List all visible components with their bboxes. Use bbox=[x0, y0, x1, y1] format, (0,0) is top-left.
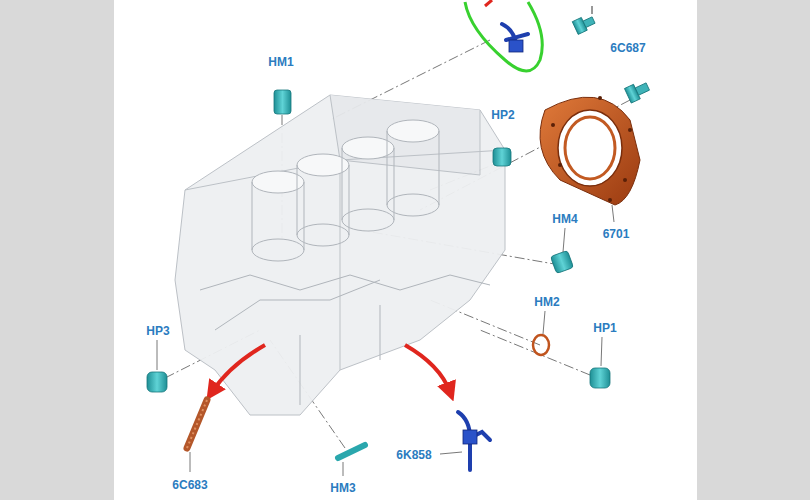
callout-number: HP3 bbox=[145, 324, 170, 338]
callout-number: 6C687 bbox=[609, 41, 646, 55]
callout-number: HP2 bbox=[490, 108, 515, 122]
callout-number: HM4 bbox=[551, 212, 578, 226]
callout-number: HM3 bbox=[329, 481, 356, 495]
callout-number: 6701 bbox=[602, 227, 631, 241]
callout-number: HM2 bbox=[533, 295, 560, 309]
callout-number: 6K858 bbox=[395, 448, 432, 462]
callout-number: HM1 bbox=[267, 55, 294, 69]
callout-number: HP1 bbox=[592, 321, 617, 335]
callout-number: 6C683 bbox=[171, 478, 208, 492]
